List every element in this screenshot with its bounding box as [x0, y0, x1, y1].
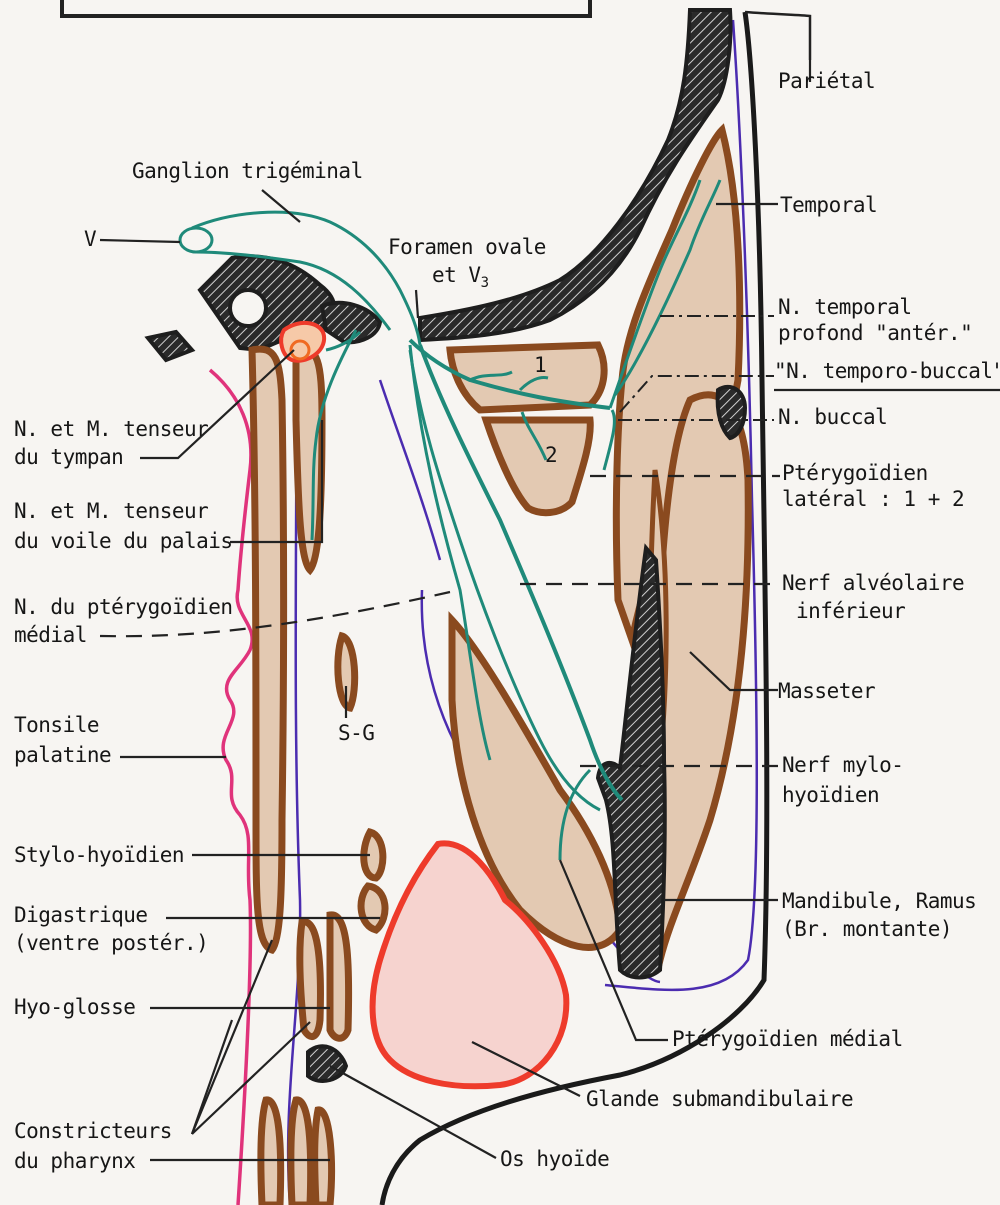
label-mylo-1: Nerf mylo- — [782, 750, 903, 780]
label-constricteurs-2: du pharynx — [14, 1146, 135, 1176]
label-tenseur-voile-2: du voile du palais — [14, 526, 233, 556]
parietal-contour — [745, 12, 810, 60]
hyoglossus-2 — [330, 915, 349, 1038]
label-stylo: Stylo-hyoïdien — [14, 840, 184, 870]
top-frame — [62, 0, 590, 16]
label-v: V — [84, 224, 96, 254]
foramen-text: et V — [432, 263, 481, 287]
label-mylo-2: hyoïdien — [782, 780, 879, 810]
label-nerf-alv-1: Nerf alvéolaire — [782, 568, 964, 598]
label-temporo-buccal: "N. temporo-buccal" — [774, 356, 1000, 386]
label-foramen-1: Foramen ovale — [388, 232, 546, 262]
label-tonsile-1: Tonsile — [14, 710, 99, 740]
label-tenseur-tympan-2: du tympan — [14, 442, 123, 472]
foramen-subscript: 3 — [481, 275, 489, 291]
label-digastrique-2: (ventre postér.) — [14, 928, 208, 958]
pterygoid-lateral-2 — [486, 420, 590, 513]
label-glande: Glande submandibulaire — [586, 1084, 853, 1114]
label-pterygo-lat-2: latéral : 1 + 2 — [782, 484, 964, 514]
label-pterygo-med: Ptérygoïdien médial — [672, 1024, 903, 1054]
leader-constricteurs-3 — [192, 940, 272, 1134]
pharynx-mucosa — [210, 370, 252, 1205]
label-temporal: Temporal — [780, 190, 877, 220]
label-mandibule-2: (Br. montante) — [782, 914, 952, 944]
label-tenseur-voile-1: N. et M. tenseur — [14, 496, 208, 526]
label-os-hyoide: Os hyoïde — [500, 1144, 609, 1174]
label-n-pterygo-med-2: médial — [14, 620, 87, 650]
label-constricteurs-1: Constricteurs — [14, 1116, 172, 1146]
label-mandibule-1: Mandibule, Ramus — [782, 886, 976, 916]
label-hyo-glosse: Hyo-glosse — [14, 992, 135, 1022]
hyoid-bone — [308, 1046, 346, 1081]
constrictor-3 — [315, 1110, 332, 1205]
label-ganglion: Ganglion trigéminal — [132, 156, 363, 186]
v-stump — [180, 228, 212, 252]
label-digastrique-1: Digastrique — [14, 900, 148, 930]
label-masseter: Masseter — [778, 676, 875, 706]
leader-v — [100, 240, 180, 242]
constrictor-2 — [291, 1100, 311, 1205]
hyoglossus-1 — [300, 922, 321, 1037]
styloid-fragment — [148, 332, 192, 360]
label-parietal: Pariétal — [778, 66, 875, 96]
label-n-buccal: N. buccal — [778, 402, 887, 432]
leader-ganglion — [262, 190, 300, 222]
label-num-1: 1 — [534, 350, 546, 380]
label-n-temporal-2: profond "antér." — [778, 318, 972, 348]
stylo-column — [252, 349, 284, 950]
label-foramen-2: et V3 — [432, 260, 489, 298]
constrictor-1 — [261, 1100, 281, 1205]
leader-foramen — [416, 290, 418, 318]
canal-hole — [230, 290, 266, 326]
digastric-oval — [361, 886, 385, 930]
label-n-pterygo-med-1: N. du ptérygoïdien — [14, 592, 233, 622]
v3-buccal — [604, 410, 614, 470]
label-sg: S-G — [338, 718, 374, 748]
label-tonsile-2: palatine — [14, 740, 111, 770]
label-nerf-alv-2: inférieur — [796, 596, 905, 626]
stylo-column-2 — [296, 349, 322, 570]
label-tenseur-tympan-1: N. et M. tenseur — [14, 414, 208, 444]
label-num-2: 2 — [545, 440, 557, 470]
